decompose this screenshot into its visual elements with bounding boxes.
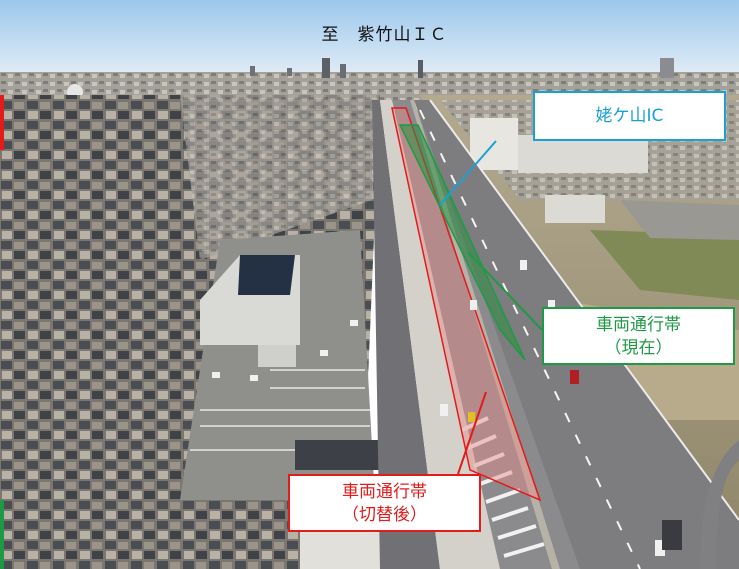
current-lane-callout: 車両通行帯 （現在） <box>542 307 735 365</box>
after-lane-status: （切替後） <box>342 505 427 525</box>
after-switch-lane-callout: 車両通行帯 （切替後） <box>288 474 481 532</box>
current-lane-title: 車両通行帯 <box>596 315 681 335</box>
after-lane-title: 車両通行帯 <box>342 482 427 502</box>
interchange-callout: 姥ケ山IC <box>533 91 726 141</box>
current-lane-status: （現在） <box>604 338 673 358</box>
direction-caption: 至 紫竹山ＩＣ <box>321 25 448 45</box>
interchange-label: 姥ケ山IC <box>595 106 664 126</box>
